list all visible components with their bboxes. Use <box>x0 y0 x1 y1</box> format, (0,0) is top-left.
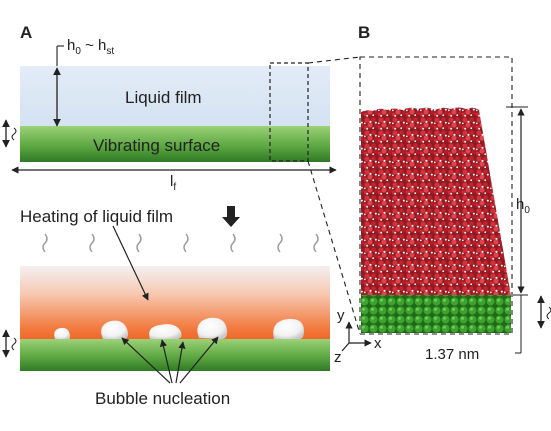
heated-surface-layer <box>20 339 330 371</box>
film-length-label: lf <box>170 173 176 193</box>
liquid-film-label: Liquid film <box>125 88 202 107</box>
film-height-label: h0 ~ hst <box>67 37 114 57</box>
axes-triad <box>341 321 372 352</box>
bubble-nucleation-label: Bubble nucleation <box>95 389 230 408</box>
heating-label: Heating of liquid film <box>20 207 173 226</box>
bubble-4 <box>197 317 228 339</box>
vibration-indicator-right <box>537 295 551 329</box>
panel-a-letter: A <box>20 23 32 42</box>
axis-x-label: x <box>374 335 382 352</box>
bubble-1 <box>54 327 70 340</box>
nucleation-bubbles <box>54 317 304 340</box>
heating-down-arrow-icon <box>222 206 240 227</box>
lattice-thickness-label: 1.37 nm <box>425 346 479 363</box>
axis-z-label: z <box>334 349 342 366</box>
bubble-pointer-arrows <box>121 336 219 384</box>
h0-label: h0 <box>516 196 530 216</box>
zoom-line-bottom <box>307 160 361 335</box>
vibration-indicator-bottom <box>2 329 17 358</box>
vibration-indicator-top <box>2 119 17 148</box>
bubble-5 <box>273 318 304 339</box>
vibrating-surface-label: Vibrating surface <box>93 136 220 155</box>
heat-waves <box>42 233 319 253</box>
zoom-line-top <box>307 56 361 64</box>
vibrating-surface-layer <box>20 126 330 162</box>
bubble-2 <box>101 320 129 339</box>
zoom-region-box <box>269 62 309 162</box>
panel-b-letter: B <box>358 23 370 42</box>
heating-pointer-arrow <box>112 225 149 301</box>
axis-y-label: y <box>337 307 345 324</box>
water-molecules-block <box>361 107 511 296</box>
bubble-3 <box>149 324 182 339</box>
solid-lattice-block <box>361 295 511 333</box>
liquid-film-layer <box>20 66 330 130</box>
